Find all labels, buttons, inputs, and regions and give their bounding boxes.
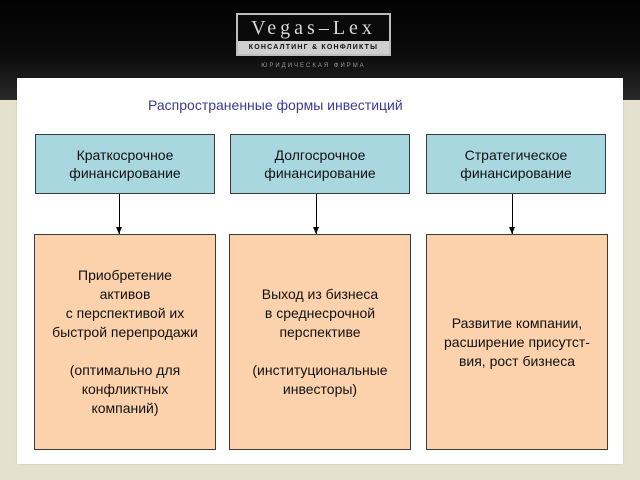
strategic-outcome-box: Развитие компании, расширение присутст- … xyxy=(426,234,608,450)
strategic-financing-box: Стратегическое финансирование xyxy=(426,134,606,194)
logo-subtitle: КОНСАЛТИНГ & КОНФЛИКТЫ xyxy=(238,41,389,54)
company-logo: Vegas–Lex КОНСАЛТИНГ & КОНФЛИКТЫ xyxy=(236,13,391,56)
arrow-down-2 xyxy=(313,194,319,234)
short-term-outcome-box: Приобретение активов с перспективой их б… xyxy=(34,234,216,450)
arrow-down-1 xyxy=(116,194,122,234)
short-term-financing-box: Краткосрочное финансирование xyxy=(35,134,215,194)
diagram-title: Распространенные формы инвестиций xyxy=(148,97,403,113)
arrow-down-3 xyxy=(509,194,515,234)
long-term-financing-box: Долгосрочное финансирование xyxy=(230,134,410,194)
logo-tagline: ЮРИДИЧЕСКАЯ ФИРМА xyxy=(261,63,366,69)
long-term-outcome-box: Выход из бизнеса в среднесрочной перспек… xyxy=(229,234,411,450)
logo-wordmark: Vegas–Lex xyxy=(251,17,376,39)
